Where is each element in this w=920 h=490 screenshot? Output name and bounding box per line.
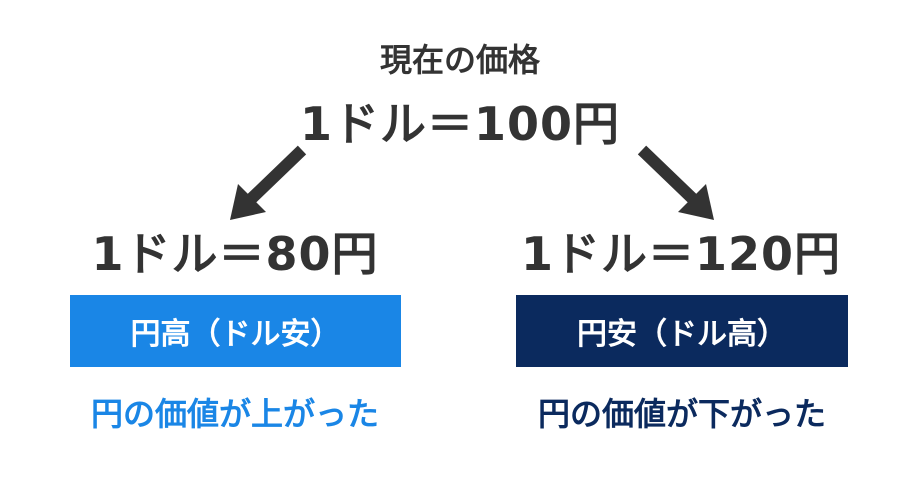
current-rate: 1ドル＝100円	[299, 97, 621, 151]
yen-weak-badge-label: 円安（ドル高）	[577, 317, 787, 352]
current-price-label: 現在の価格	[379, 41, 540, 79]
yen-weak-rate: 1ドル＝120円	[520, 227, 842, 281]
yen-strong-badge: 円高（ドル安）	[70, 295, 401, 367]
yen-strong-badge-label: 円高（ドル安）	[130, 317, 341, 352]
yen-value-down-text: 円の価値が下がった	[537, 395, 826, 433]
yen-value-up-text: 円の価値が上がった	[90, 395, 379, 433]
arrow-down-right-icon	[637, 145, 714, 220]
arrow-down-left-icon	[230, 145, 307, 220]
yen-strong-rate: 1ドル＝80円	[91, 227, 379, 281]
yen-weak-badge: 円安（ドル高）	[516, 295, 848, 367]
